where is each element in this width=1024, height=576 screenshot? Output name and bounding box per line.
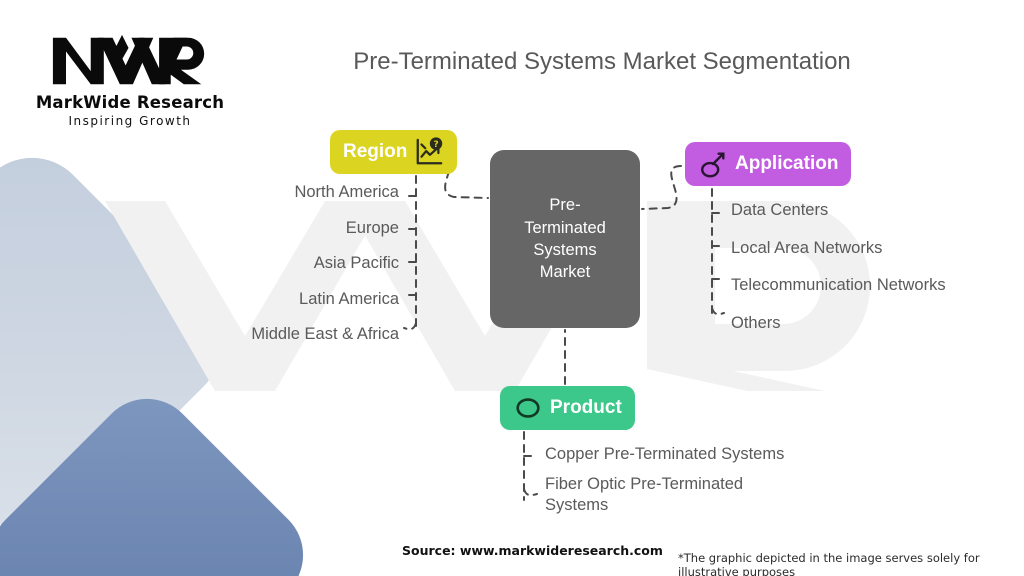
logo-company-name: MarkWide Research (35, 93, 225, 112)
list-item: Copper Pre-Terminated Systems (545, 445, 785, 463)
branch-badge-application[interactable]: Application (685, 142, 852, 186)
badge-label-product: Product (550, 397, 622, 418)
branch-badge-region[interactable]: Region ? (330, 130, 458, 174)
list-item: Data Centers (731, 201, 829, 219)
list-item: Europe (345, 218, 399, 237)
mwr-monogram-icon (52, 34, 205, 85)
list-item: Telecommunication Networks (731, 276, 946, 295)
list-item: North America (294, 183, 399, 201)
badge-label-region: Region (343, 141, 408, 162)
company-logo: MarkWide Research Inspiring Growth (30, 30, 230, 128)
disclaimer-text: *The graphic depicted in the image serve… (678, 551, 980, 576)
circle-outline-icon (516, 398, 540, 418)
center-node: Pre- Terminated Systems Market (490, 150, 640, 328)
leaf-list-application: Data Centers Local Area Networks Telecom… (731, 200, 946, 350)
list-item: Local Area Networks (731, 238, 883, 257)
logo-tagline: Inspiring Growth (68, 114, 192, 128)
badge-label-application: Application (735, 153, 839, 174)
leaf-list-region: North America Europe Asia Pacific Latin … (251, 182, 399, 360)
list-item: Latin America (299, 289, 399, 308)
list-item: Others (731, 313, 781, 332)
list-item: Fiber Optic Pre-Terminated Systems (545, 475, 744, 515)
svg-text:?: ? (434, 140, 439, 150)
source-text: Source: www.markwideresearch.com (402, 543, 663, 558)
leaf-list-product: Copper Pre-Terminated Systems Fiber Opti… (545, 444, 784, 525)
list-item: Middle East & Africa (251, 325, 399, 344)
list-item: Asia Pacific (313, 254, 399, 273)
center-node-label: Pre- Terminated Systems Market (524, 196, 606, 282)
decorative-shape-dark (0, 378, 324, 576)
lasso-loop-icon (701, 152, 725, 178)
branch-badge-product[interactable]: Product (500, 386, 635, 430)
page-title: Pre-Terminated Systems Market Segmentati… (353, 48, 851, 75)
growth-chart-question-icon: ? (417, 137, 443, 165)
